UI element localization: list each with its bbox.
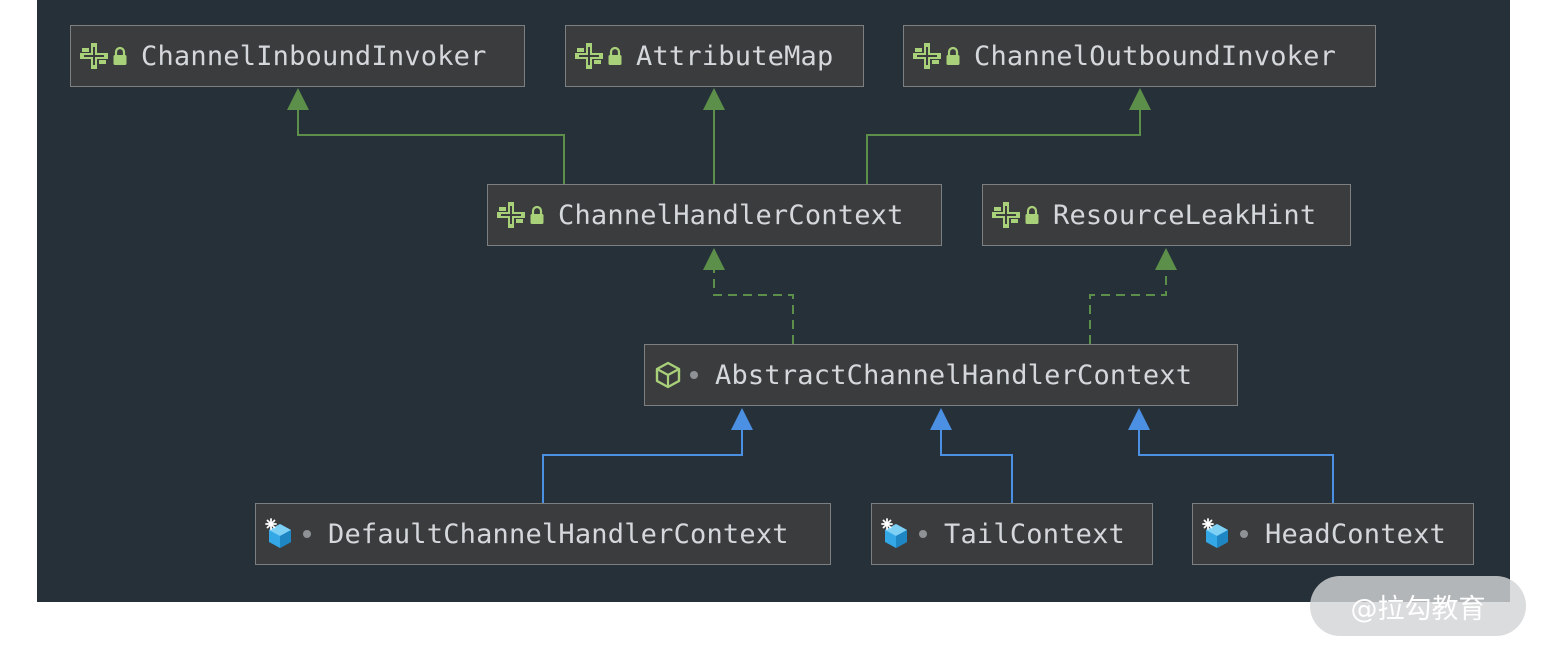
edge-default-to-achc [542,430,743,503]
lock-icon [1021,202,1043,228]
arrowhead-attributemap [703,88,725,110]
interface-icon [912,41,942,71]
node-label: ChannelOutboundInvoker [974,40,1337,72]
abstract-class-icon [653,360,683,390]
edge-chc-to-inbound [297,110,565,184]
class-icon [264,518,296,550]
lock-icon [526,202,548,228]
node-label: AbstractChannelHandlerContext [715,359,1193,391]
interface-icon [574,41,604,71]
node-tail-context[interactable]: TailContext [871,503,1153,565]
node-label: AttributeMap [636,40,834,72]
package-private-dot-icon [912,521,934,547]
arrowhead-head [1128,408,1150,430]
package-private-dot-icon [683,362,705,388]
arrowhead-inbound [287,88,309,110]
node-head-context[interactable]: HeadContext [1192,503,1474,565]
node-label: DefaultChannelHandlerContext [328,518,789,550]
node-label: ChannelHandlerContext [558,199,904,231]
node-channel-handler-context[interactable]: ChannelHandlerContext [487,184,942,246]
arrowhead-default [731,408,753,430]
package-private-dot-icon [296,521,318,547]
node-default-channel-handler-context[interactable]: DefaultChannelHandlerContext [255,503,831,565]
node-label: HeadContext [1265,518,1447,550]
lock-icon [109,43,131,69]
node-label: ChannelInboundInvoker [141,40,487,72]
edge-achc-to-resourceleakhint [1089,270,1167,344]
node-label: TailContext [944,518,1126,550]
diagram-canvas [37,0,1510,602]
arrowhead-resourceleakhint [1155,248,1177,270]
interface-icon [496,200,526,230]
package-private-dot-icon [1233,521,1255,547]
lock-icon [604,43,626,69]
node-abstract-channel-handler-context[interactable]: AbstractChannelHandlerContext [644,344,1238,406]
edge-head-to-achc [1138,430,1334,503]
node-channel-inbound-invoker[interactable]: ChannelInboundInvoker [70,25,525,87]
edge-achc-to-chc [713,270,794,344]
interface-icon [79,41,109,71]
arrowhead-tail [930,408,952,430]
arrowhead-chc [703,248,725,270]
node-label: ResourceLeakHint [1053,199,1317,231]
interface-icon [991,200,1021,230]
node-attribute-map[interactable]: AttributeMap [565,25,864,87]
edge-tail-to-achc [940,430,1013,503]
node-channel-outbound-invoker[interactable]: ChannelOutboundInvoker [903,25,1376,87]
watermark: @拉勾教育 [1310,576,1526,636]
arrowhead-outbound [1129,88,1151,110]
edge-chc-to-outbound [866,110,1141,184]
class-icon [880,518,912,550]
node-resource-leak-hint[interactable]: ResourceLeakHint [982,184,1351,246]
lock-icon [942,43,964,69]
class-icon [1201,518,1233,550]
